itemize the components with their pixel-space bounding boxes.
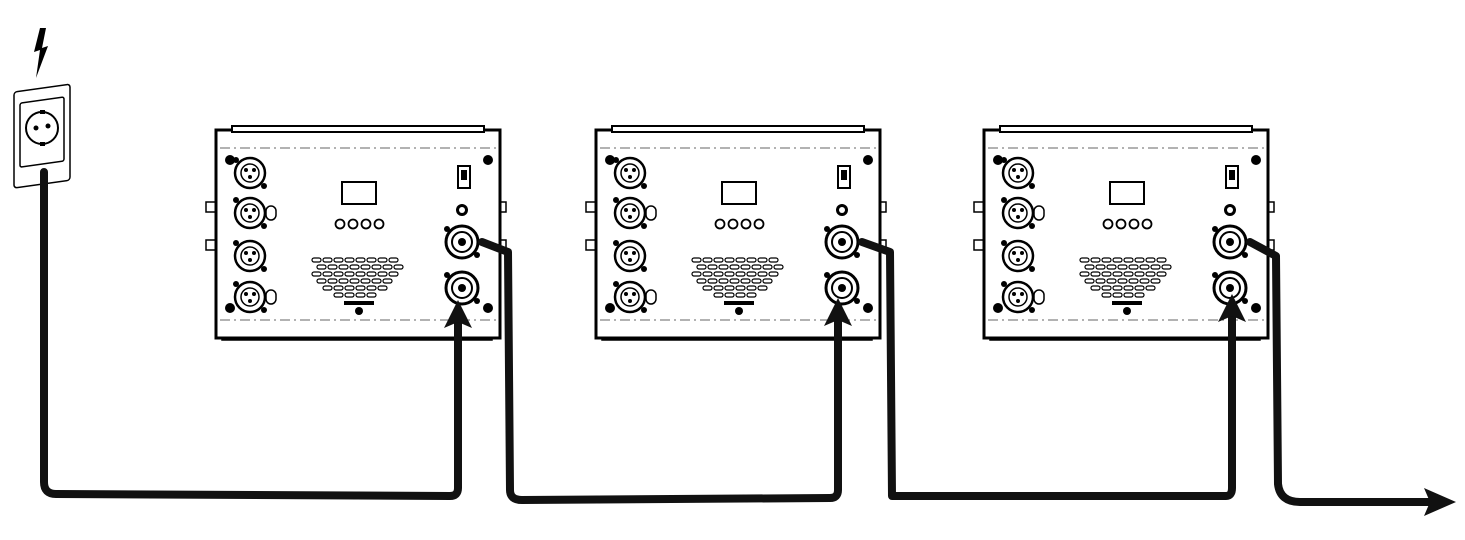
arrow-head-unit-3-in bbox=[1218, 294, 1246, 322]
power-cable-unit-3-out bbox=[1246, 238, 1434, 506]
lightning-bolt-icon bbox=[34, 28, 48, 78]
power-cable-mains-to-unit-1 bbox=[40, 168, 462, 500]
power-cable-unit-2-to-unit-3 bbox=[858, 238, 1236, 500]
power-cable-unit-1-to-unit-2 bbox=[478, 238, 842, 504]
schuko-wall-socket-icon bbox=[13, 83, 71, 189]
arrow-head-unit-2-in bbox=[824, 298, 852, 326]
arrow-head-unit-1-in bbox=[444, 300, 472, 328]
arrow-head-output bbox=[1424, 488, 1456, 516]
